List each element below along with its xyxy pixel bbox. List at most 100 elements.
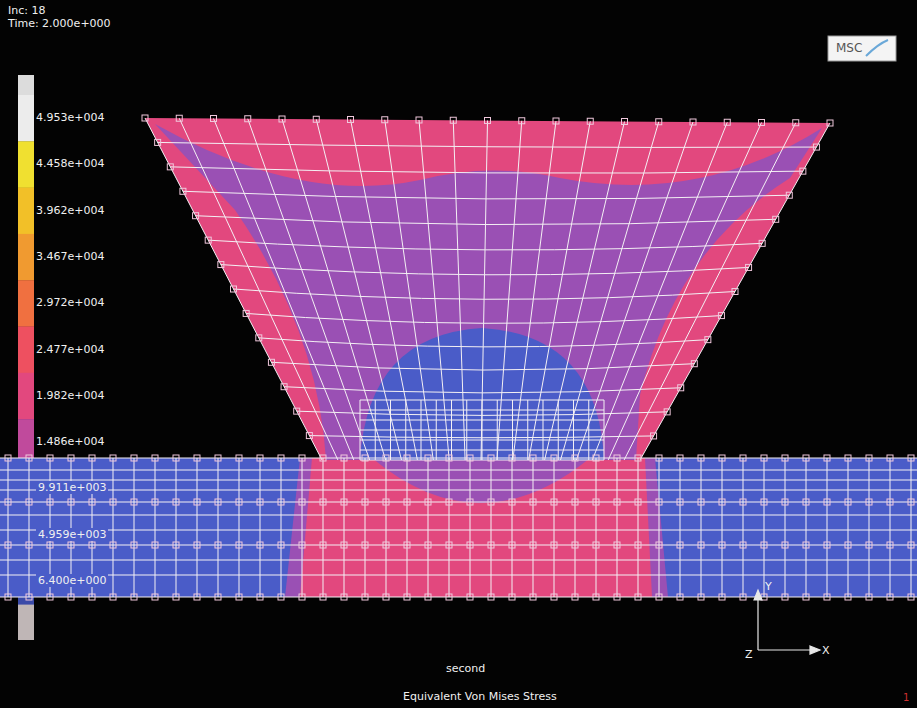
mesh-node bbox=[243, 310, 249, 316]
mesh-node bbox=[47, 455, 53, 461]
mesh-line bbox=[218, 458, 219, 597]
mesh-line bbox=[512, 458, 513, 597]
mesh-node bbox=[803, 499, 809, 505]
stress-zone bbox=[300, 458, 652, 597]
mesh-node bbox=[551, 455, 557, 461]
mesh-node bbox=[908, 455, 914, 461]
mesh-node bbox=[383, 499, 389, 505]
axis-label: Y bbox=[765, 580, 772, 593]
legend-value: 1.486e+004 bbox=[36, 435, 104, 448]
mesh-node bbox=[268, 359, 274, 365]
time-label: Time: 2.000e+000 bbox=[8, 17, 111, 30]
mesh-node bbox=[450, 117, 456, 123]
mesh-node bbox=[155, 139, 161, 145]
mesh-node bbox=[782, 499, 788, 505]
mesh-node bbox=[194, 499, 200, 505]
mesh-node bbox=[281, 384, 287, 390]
mesh-line bbox=[722, 458, 723, 597]
mesh-line bbox=[0, 490, 917, 491]
mesh-node bbox=[257, 542, 263, 548]
mesh-line bbox=[360, 440, 604, 441]
mesh-line bbox=[309, 436, 653, 438]
mesh-node bbox=[651, 433, 657, 439]
legend-value: 6.400e+000 bbox=[36, 574, 108, 587]
mesh-node bbox=[572, 542, 578, 548]
mesh-node bbox=[278, 499, 284, 505]
bar-cap bbox=[18, 75, 34, 97]
mesh-node bbox=[656, 455, 662, 461]
mesh-node bbox=[824, 499, 830, 505]
mesh-node bbox=[887, 542, 893, 548]
mesh-node bbox=[782, 542, 788, 548]
load-case-label: second bbox=[446, 662, 485, 675]
mesh-node bbox=[887, 499, 893, 505]
mesh-node bbox=[173, 499, 179, 505]
legend-value: 2.477e+004 bbox=[36, 343, 104, 356]
mesh-node bbox=[759, 240, 765, 246]
mesh-node bbox=[341, 542, 347, 548]
mesh-line bbox=[470, 458, 471, 597]
mesh-node bbox=[827, 120, 833, 126]
mesh-node bbox=[551, 499, 557, 505]
mesh-node bbox=[587, 118, 593, 124]
mesh-node bbox=[173, 594, 179, 600]
mesh-node bbox=[845, 455, 851, 461]
mesh-node bbox=[593, 594, 599, 600]
mesh-line bbox=[316, 119, 401, 460]
mesh-node bbox=[131, 499, 137, 505]
mesh-node bbox=[215, 499, 221, 505]
mesh-line bbox=[221, 265, 749, 275]
mesh-node bbox=[383, 542, 389, 548]
mesh-node bbox=[691, 361, 697, 367]
mesh-node bbox=[47, 499, 53, 505]
mesh-node bbox=[425, 594, 431, 600]
mesh-line bbox=[208, 240, 762, 250]
mesh-node bbox=[803, 594, 809, 600]
legend-swatch bbox=[18, 188, 34, 235]
mesh-node bbox=[908, 542, 914, 548]
mesh-node bbox=[467, 594, 473, 600]
mesh-line bbox=[386, 458, 387, 597]
mesh-node bbox=[467, 542, 473, 548]
mesh-node bbox=[761, 542, 767, 548]
mesh-node bbox=[320, 542, 326, 548]
mesh-node bbox=[551, 594, 557, 600]
mesh-line bbox=[596, 458, 597, 597]
mesh-node bbox=[656, 594, 662, 600]
mesh-line bbox=[360, 400, 604, 401]
mesh-node bbox=[47, 542, 53, 548]
mesh-node bbox=[299, 542, 305, 548]
mesh-line bbox=[419, 120, 449, 460]
mesh-node bbox=[68, 455, 74, 461]
mesh-node bbox=[467, 499, 473, 505]
mesh-line bbox=[365, 458, 366, 597]
mesh-node bbox=[68, 499, 74, 505]
mesh-node bbox=[320, 499, 326, 505]
legend-value: 3.467e+004 bbox=[36, 250, 104, 263]
mesh-node bbox=[845, 594, 851, 600]
mesh-node bbox=[593, 499, 599, 505]
mesh-node bbox=[110, 455, 116, 461]
mesh-node bbox=[719, 542, 725, 548]
mesh-node bbox=[180, 188, 186, 194]
mesh-node bbox=[677, 499, 683, 505]
mesh-node bbox=[635, 499, 641, 505]
mesh-line bbox=[701, 458, 702, 597]
mesh-node bbox=[572, 594, 578, 600]
mesh-line bbox=[407, 458, 408, 597]
mesh-node bbox=[677, 594, 683, 600]
mesh-line bbox=[513, 121, 556, 460]
mesh-node bbox=[656, 119, 662, 125]
mesh-node bbox=[5, 542, 11, 548]
mesh-node bbox=[530, 499, 536, 505]
mesh-node bbox=[698, 594, 704, 600]
mesh-line bbox=[196, 216, 776, 225]
mesh-line bbox=[0, 515, 917, 516]
mesh-node bbox=[793, 120, 799, 126]
stress-zone bbox=[155, 124, 822, 460]
mesh-line bbox=[385, 120, 434, 460]
mesh-line bbox=[170, 167, 803, 173]
mesh-node bbox=[485, 118, 491, 124]
mesh-line bbox=[743, 458, 744, 597]
